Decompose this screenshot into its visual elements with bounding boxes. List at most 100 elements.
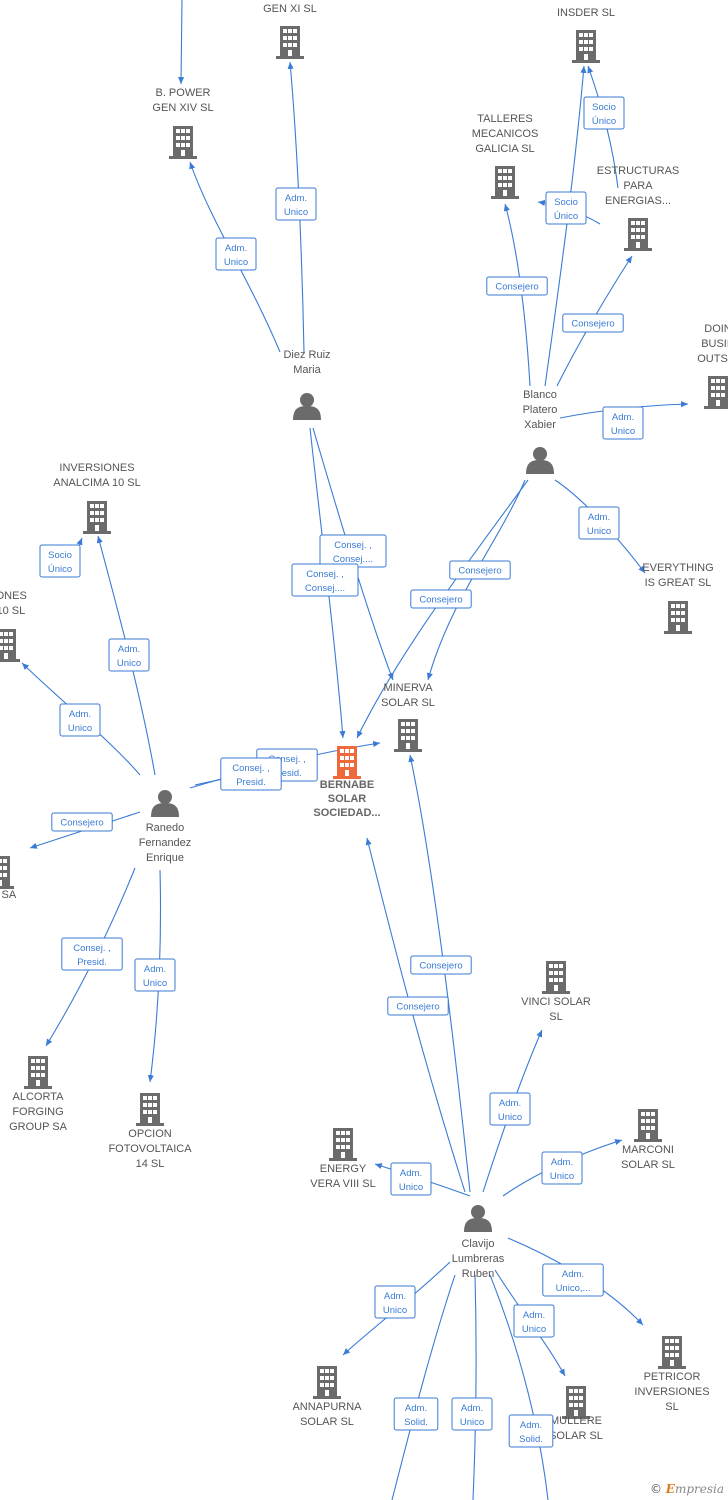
relation-label[interactable]: Consejero (486, 276, 548, 296)
relation-label-text: Unico (587, 526, 611, 537)
node-label: BERNABE (320, 779, 374, 791)
company-node[interactable]: INSDER SL (557, 7, 615, 63)
relation-label[interactable]: Consejero (387, 996, 449, 1016)
relation-label-text: Consejero (419, 961, 462, 972)
relation-label[interactable]: Adm. Unico (374, 1285, 416, 1319)
relation-label-text: Adm. (400, 1168, 422, 1179)
relation-label-box (410, 955, 472, 975)
relation-label[interactable]: Adm.Unico (602, 406, 644, 440)
relation-label-text: Consejero (60, 818, 103, 829)
person-icon (293, 393, 321, 420)
node-label: AS SA (0, 889, 17, 901)
building-icon (136, 1093, 164, 1126)
relation-label-text: Consej. , (268, 754, 306, 765)
relation-label[interactable]: Adm.Unico (513, 1304, 555, 1338)
company-node[interactable]: AS SA (0, 856, 17, 901)
node-label: MARCONI (622, 1144, 674, 1156)
node-label: GEN XIV SL (152, 102, 213, 114)
relation-label[interactable]: Adm.Unico (390, 1162, 432, 1196)
relation-label-text: Unico (383, 1305, 407, 1316)
relation-label[interactable]: Consej. ,Presid. (220, 757, 282, 791)
relation-label-text: Consej.... (305, 583, 345, 594)
company-node[interactable]: DOINBUSINOUTSID (697, 323, 728, 409)
relation-label[interactable]: Consejero (410, 955, 472, 975)
relation-label[interactable]: Adm.Unico (275, 187, 317, 221)
relation-label[interactable]: Adm.Unico (59, 703, 101, 737)
relation-label-text: Único (592, 116, 616, 127)
node-label: MECANICOS (472, 128, 539, 140)
relation-label[interactable]: Adm.Unico (578, 506, 620, 540)
relation-label[interactable]: Adm.Unico (108, 638, 150, 672)
relation-label[interactable]: Consej. ,Consej.... (291, 563, 359, 597)
relation-label-box (451, 1397, 493, 1431)
node-label: VINCI SOLAR (521, 996, 591, 1008)
node-label: B. POWER (155, 87, 210, 99)
relation-label[interactable]: Adm.Solid. (393, 1397, 439, 1431)
node-label: Clavijo (461, 1238, 494, 1250)
relation-label[interactable]: Consej. ,Consej.... (319, 534, 387, 568)
relation-label-text: Consej. , (73, 943, 111, 954)
relation-label-text: Unico (143, 978, 167, 989)
relation-label[interactable]: Consejero (51, 812, 113, 832)
node-label: ALCORTA (13, 1091, 65, 1103)
relation-label[interactable]: Consejero (562, 313, 624, 333)
relation-label-text: Adm. (499, 1098, 521, 1109)
relation-label[interactable]: Adm.Unico (134, 958, 176, 992)
relation-label-text: Adm. (405, 1403, 427, 1414)
node-label: Blanco (523, 389, 557, 401)
node-label: MINERVA (383, 682, 433, 694)
building-icon (0, 856, 14, 889)
relation-label-box (410, 589, 472, 609)
relation-label-box (220, 757, 282, 791)
node-label: Platero (523, 404, 558, 416)
relation-label[interactable]: Consejero (449, 560, 511, 580)
node-label: OUTSID (697, 353, 728, 365)
relation-label-text: Adm. (69, 709, 91, 720)
relation-label[interactable]: Consej. ,Presid. (61, 937, 123, 971)
company-node[interactable]: BERNABESOLARSOCIEDAD... (313, 746, 381, 819)
relation-label-box (542, 1263, 604, 1297)
node-label: Fernandez (139, 837, 192, 849)
relation-label[interactable]: Adm.Unico,... (542, 1263, 604, 1297)
relation-label-text: Adm. (118, 644, 140, 655)
relation-label[interactable]: Adm.Solid. (508, 1414, 554, 1448)
relation-label[interactable]: Adm.Unico (451, 1397, 493, 1431)
relation-label-text: Adm. (225, 243, 247, 254)
relation-label-text: Adm. (285, 193, 307, 204)
relation-label-box (545, 191, 587, 225)
relation-label-box (508, 1414, 554, 1448)
relation-label-text: Unico (224, 257, 248, 268)
relation-label[interactable]: Adm.Unico (489, 1092, 531, 1126)
company-node[interactable]: ESTRUCTURASPARAENERGIAS... (597, 165, 680, 251)
company-node[interactable]: B. POWER GEN XIV SL (152, 87, 214, 159)
relation-label-text: Adm. (384, 1291, 406, 1302)
company-node[interactable]: GEN XI SL (263, 3, 317, 59)
relation-edge (426, 479, 526, 681)
relation-label[interactable]: Consejero (410, 589, 472, 609)
relation-label[interactable]: Adm. Unico (215, 237, 257, 271)
relation-label-box (583, 96, 625, 130)
relation-label[interactable]: Adm.Unico (541, 1151, 583, 1185)
person-icon (151, 790, 179, 817)
